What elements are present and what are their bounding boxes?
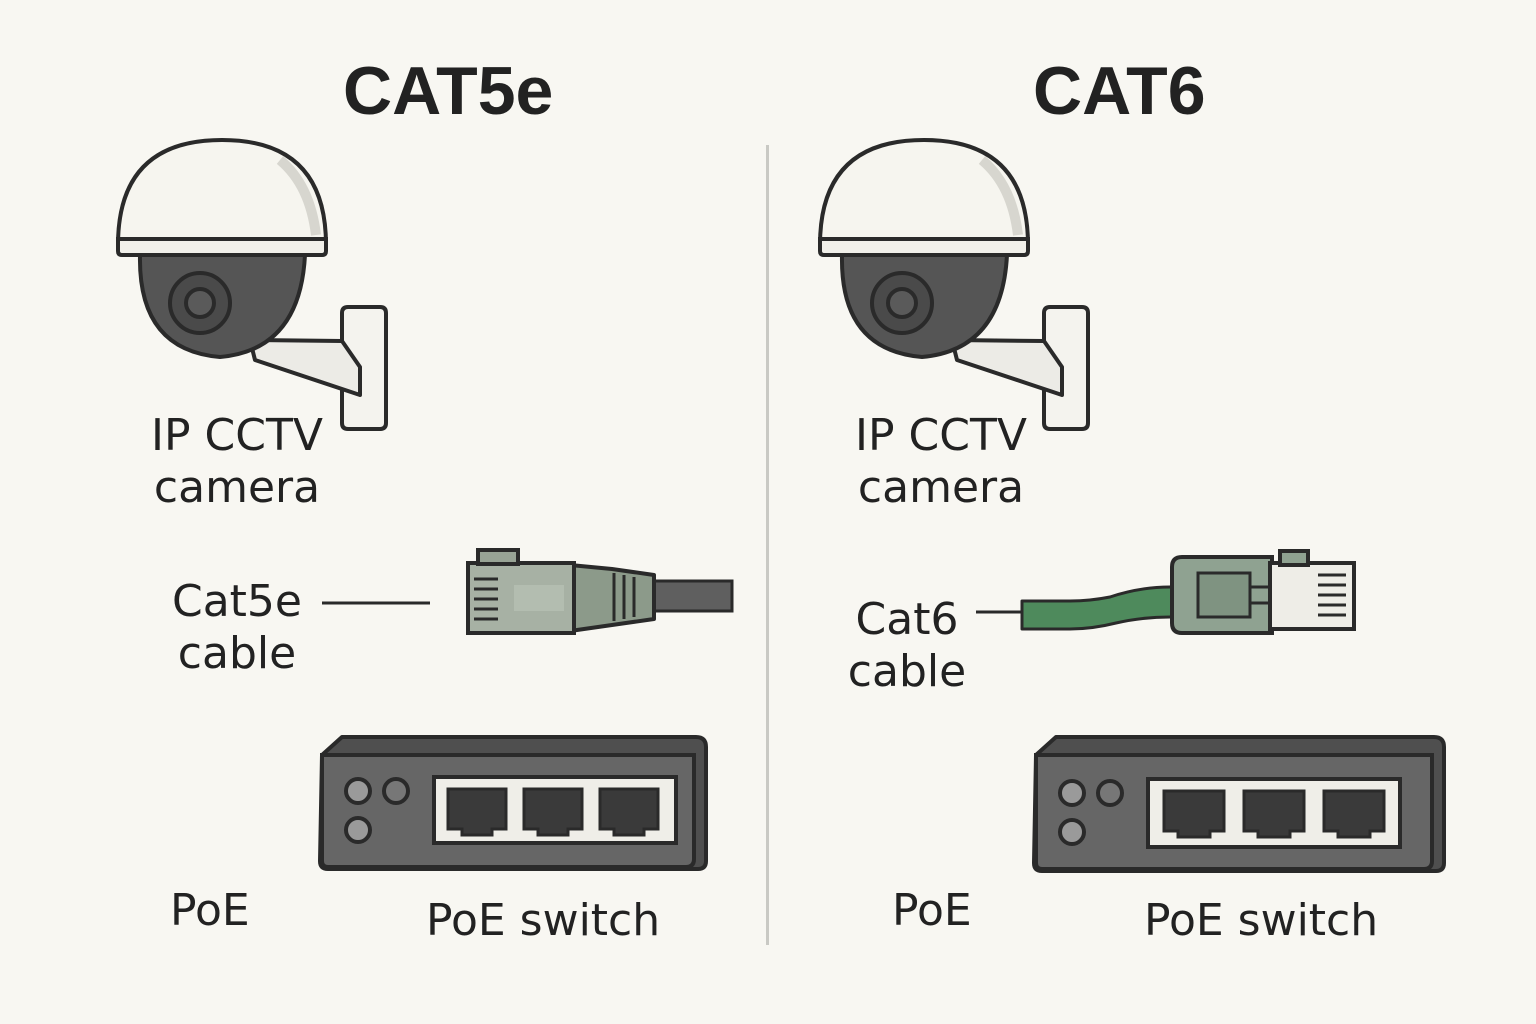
cable-label: Cat6 cable — [832, 594, 982, 698]
cable-label-line1: Cat5e — [171, 576, 302, 627]
poe-label: PoE — [892, 885, 972, 936]
camera-label-line2: camera — [857, 462, 1025, 513]
leader-line — [322, 601, 430, 605]
camera-label-line1: IP CCTV — [855, 410, 1027, 461]
cat5e-panel: CAT5e IP CCTV camera Cat5e cable — [115, 53, 734, 946]
panel-divider — [766, 145, 769, 945]
dome-camera-icon — [817, 137, 1090, 431]
camera-label-line1: IP CCTV — [151, 410, 323, 461]
leader-line — [976, 610, 1022, 614]
rj45-connector-icon — [466, 548, 734, 635]
camera-label: IP CCTV camera — [142, 410, 332, 514]
cat6-panel: CAT6 IP CCTV camera Cat6 cable — [768, 0, 1536, 1024]
panel-heading: CAT5e — [343, 53, 554, 129]
camera-label: IP CCTV camera — [846, 410, 1036, 514]
switch-label: PoE switch — [1144, 895, 1379, 946]
cable-label: Cat5e cable — [162, 576, 312, 680]
poe-label: PoE — [170, 885, 250, 936]
panel-heading: CAT6 — [1033, 53, 1206, 129]
camera-label-line2: camera — [153, 462, 321, 513]
rj45-connector-icon — [1020, 549, 1356, 635]
dome-camera-icon — [115, 137, 388, 431]
switch-label: PoE switch — [426, 895, 661, 946]
poe-switch-icon — [318, 735, 708, 871]
cable-label-line1: Cat6 — [855, 594, 959, 645]
cable-label-line2: cable — [177, 628, 297, 679]
poe-switch-icon — [1032, 735, 1446, 873]
cable-label-line2: cable — [847, 646, 967, 697]
